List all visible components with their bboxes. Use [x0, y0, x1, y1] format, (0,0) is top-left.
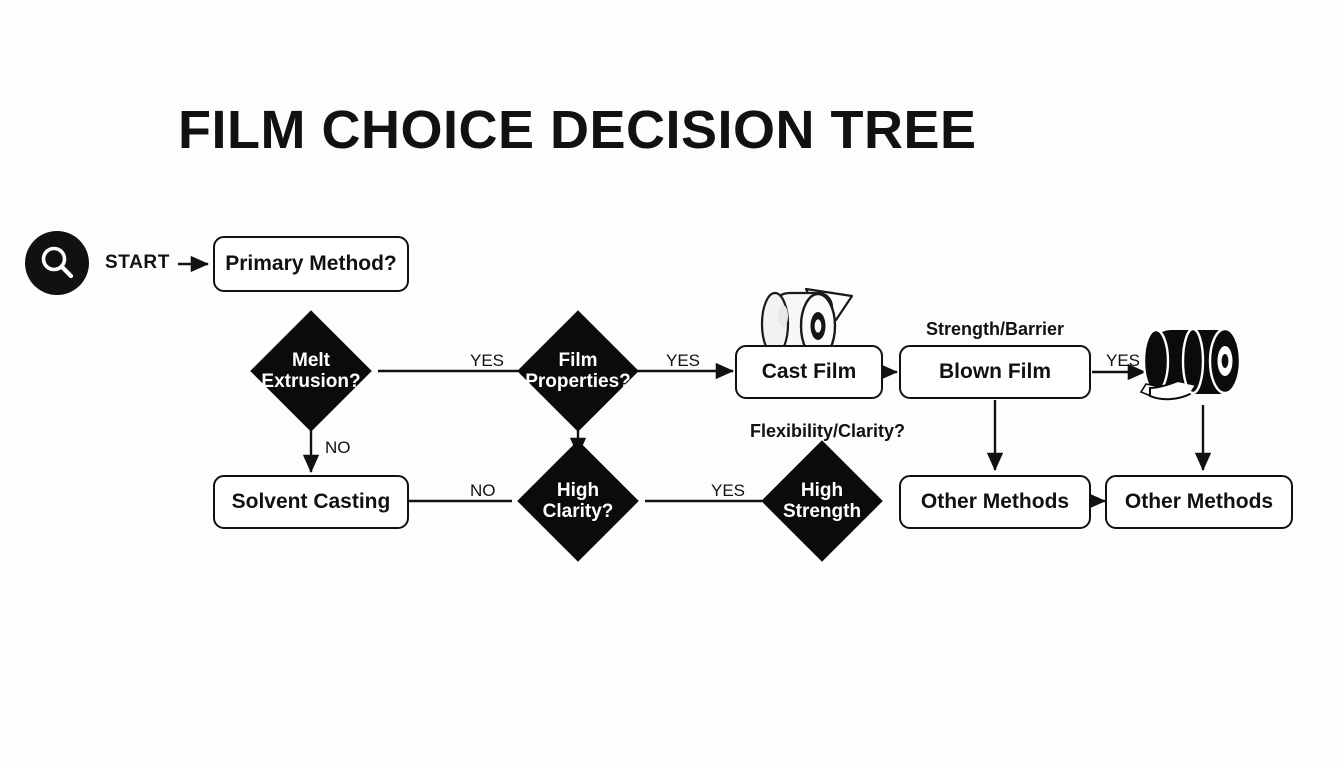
- node-melt-extrusion[interactable]: Melt Extrusion?: [250, 310, 372, 432]
- edge-label-solvent-no: NO: [470, 481, 496, 500]
- search-icon: [41, 246, 74, 279]
- node-label: Primary Method?: [225, 252, 397, 275]
- caption-strength-barrier: Strength/Barrier: [926, 319, 1065, 339]
- node-film-properties[interactable]: Film Properties?: [517, 310, 639, 432]
- node-high-clarity[interactable]: High Clarity?: [517, 440, 639, 562]
- node-solvent-casting[interactable]: Solvent Casting: [213, 475, 409, 529]
- node-cast-film[interactable]: Cast Film: [735, 345, 883, 399]
- node-high-strength[interactable]: High Strength: [761, 440, 883, 562]
- node-label: Solvent Casting: [231, 490, 391, 513]
- start-badge[interactable]: [25, 231, 89, 295]
- node-label: High Clarity?: [542, 479, 614, 522]
- start-label: START: [105, 252, 170, 273]
- edge-label-clarity-yes: YES: [711, 481, 746, 500]
- node-other-methods-2[interactable]: Other Methods: [1105, 475, 1293, 529]
- edge-label-melt-yes: YES: [470, 351, 505, 370]
- edge-label-melt-no: NO: [325, 438, 351, 457]
- node-label: High Strength: [782, 479, 862, 522]
- film-roll-icon-dark: [1139, 327, 1242, 401]
- caption-flexibility-clarity: Flexibility/Clarity?: [750, 421, 906, 441]
- node-label: Cast Film: [761, 360, 857, 383]
- node-label: Melt Extrusion?: [261, 349, 361, 392]
- edge-label-film-properties-yes: YES: [666, 351, 701, 370]
- node-label: Blown Film: [939, 360, 1051, 383]
- page-title: FILM CHOICE DECISION TREE: [178, 100, 977, 160]
- node-label: Other Methods: [1124, 490, 1274, 513]
- node-primary-method[interactable]: Primary Method?: [213, 236, 409, 292]
- node-blown-film[interactable]: Blown Film: [899, 345, 1091, 399]
- node-label: Film Properties?: [525, 349, 631, 392]
- node-other-methods-1[interactable]: Other Methods: [899, 475, 1091, 529]
- node-label: Other Methods: [920, 490, 1070, 513]
- edge-label-blown-yes: YES: [1106, 351, 1141, 370]
